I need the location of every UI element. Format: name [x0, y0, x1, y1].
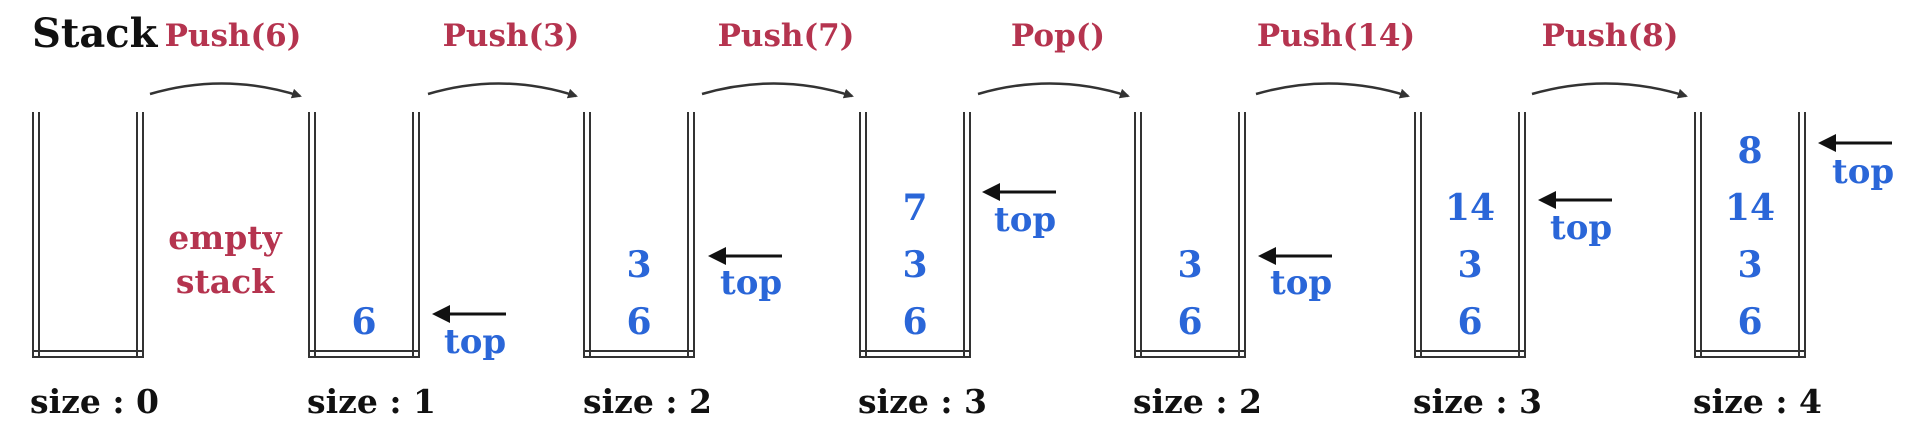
top-pointer-label: top [1832, 152, 1895, 192]
stack-container-5: 14 3 6 [1414, 112, 1526, 358]
stack-wall [1694, 112, 1702, 358]
stack-size-label: size : 2 [1133, 382, 1262, 421]
operation-label: Push(7) [717, 18, 855, 54]
stack-container-1: 6 [308, 112, 420, 358]
stack-value: 14 [1444, 187, 1496, 229]
top-pointer-label: top [444, 322, 507, 362]
stack-container-3: 7 3 6 [859, 112, 971, 358]
stack-value: 6 [351, 301, 377, 343]
stack-value: 6 [1177, 301, 1203, 343]
stack-value: 6 [1737, 301, 1763, 343]
stack-value: 3 [1737, 244, 1763, 286]
stack-wall [1238, 112, 1246, 358]
top-pointer-arrow-icon [1258, 247, 1332, 265]
top-pointer-arrow-icon [982, 183, 1056, 201]
stack-wall [1798, 112, 1806, 358]
stack-value: 3 [1457, 244, 1483, 286]
stack-wall [308, 112, 316, 358]
stack-floor [859, 350, 971, 358]
operation-label: Push(8) [1541, 18, 1679, 54]
stack-floor [1694, 350, 1806, 358]
transition-arrow-icon [701, 82, 854, 99]
transition-arrow-icon [427, 82, 578, 99]
stack-wall [1414, 112, 1422, 358]
transition-arrow-icon [1531, 82, 1688, 99]
stack-size-label: size : 3 [1413, 382, 1542, 421]
operation-label: Pop() [1010, 18, 1106, 54]
empty-stack-label: empty stack [168, 216, 281, 304]
stack-value: 7 [902, 187, 928, 229]
stack-wall [32, 112, 40, 358]
top-pointer-arrow-icon [708, 247, 782, 265]
stack-floor [32, 350, 144, 358]
top-pointer-label: top [1550, 208, 1613, 248]
stack-value: 3 [626, 244, 652, 286]
stack-wall [136, 112, 144, 358]
stack-value: 8 [1737, 130, 1763, 172]
stack-size-label: size : 0 [30, 382, 159, 421]
transition-arrow-icon [977, 82, 1130, 99]
stack-wall [687, 112, 695, 358]
stack-value: 14 [1724, 187, 1776, 229]
stack-wall [1134, 112, 1142, 358]
stack-floor [308, 350, 420, 358]
stack-size-label: size : 2 [583, 382, 712, 421]
empty-label-line: empty [168, 218, 282, 257]
stack-value: 6 [902, 301, 928, 343]
stack-floor [583, 350, 695, 358]
stack-wall [583, 112, 591, 358]
operation-label: Push(14) [1256, 18, 1416, 54]
top-pointer-arrow-icon [432, 305, 506, 323]
stack-wall [859, 112, 867, 358]
operation-label: Push(6) [164, 18, 302, 54]
stack-wall [963, 112, 971, 358]
stack-container-0 [32, 112, 144, 358]
transition-arrow-icon [1255, 82, 1410, 99]
stack-wall [412, 112, 420, 358]
stack-floor [1134, 350, 1246, 358]
stack-value: 6 [626, 301, 652, 343]
transition-arrow-icon [149, 82, 302, 99]
stack-value: 3 [1177, 244, 1203, 286]
stack-size-label: size : 1 [307, 382, 436, 421]
empty-label-line: stack [175, 262, 275, 301]
stack-size-label: size : 3 [858, 382, 987, 421]
top-pointer-label: top [994, 200, 1057, 240]
top-pointer-arrow-icon [1538, 191, 1612, 209]
top-pointer-arrow-icon [1818, 134, 1892, 152]
stack-size-label: size : 4 [1693, 382, 1822, 421]
stack-wall [1518, 112, 1526, 358]
operation-label: Push(3) [442, 18, 580, 54]
stack-floor [1414, 350, 1526, 358]
stack-value: 6 [1457, 301, 1483, 343]
stack-container-6: 8 14 3 6 [1694, 112, 1806, 358]
diagram-title: Stack [32, 10, 158, 57]
top-pointer-label: top [720, 263, 783, 303]
top-pointer-label: top [1270, 263, 1333, 303]
stack-value: 3 [902, 244, 928, 286]
